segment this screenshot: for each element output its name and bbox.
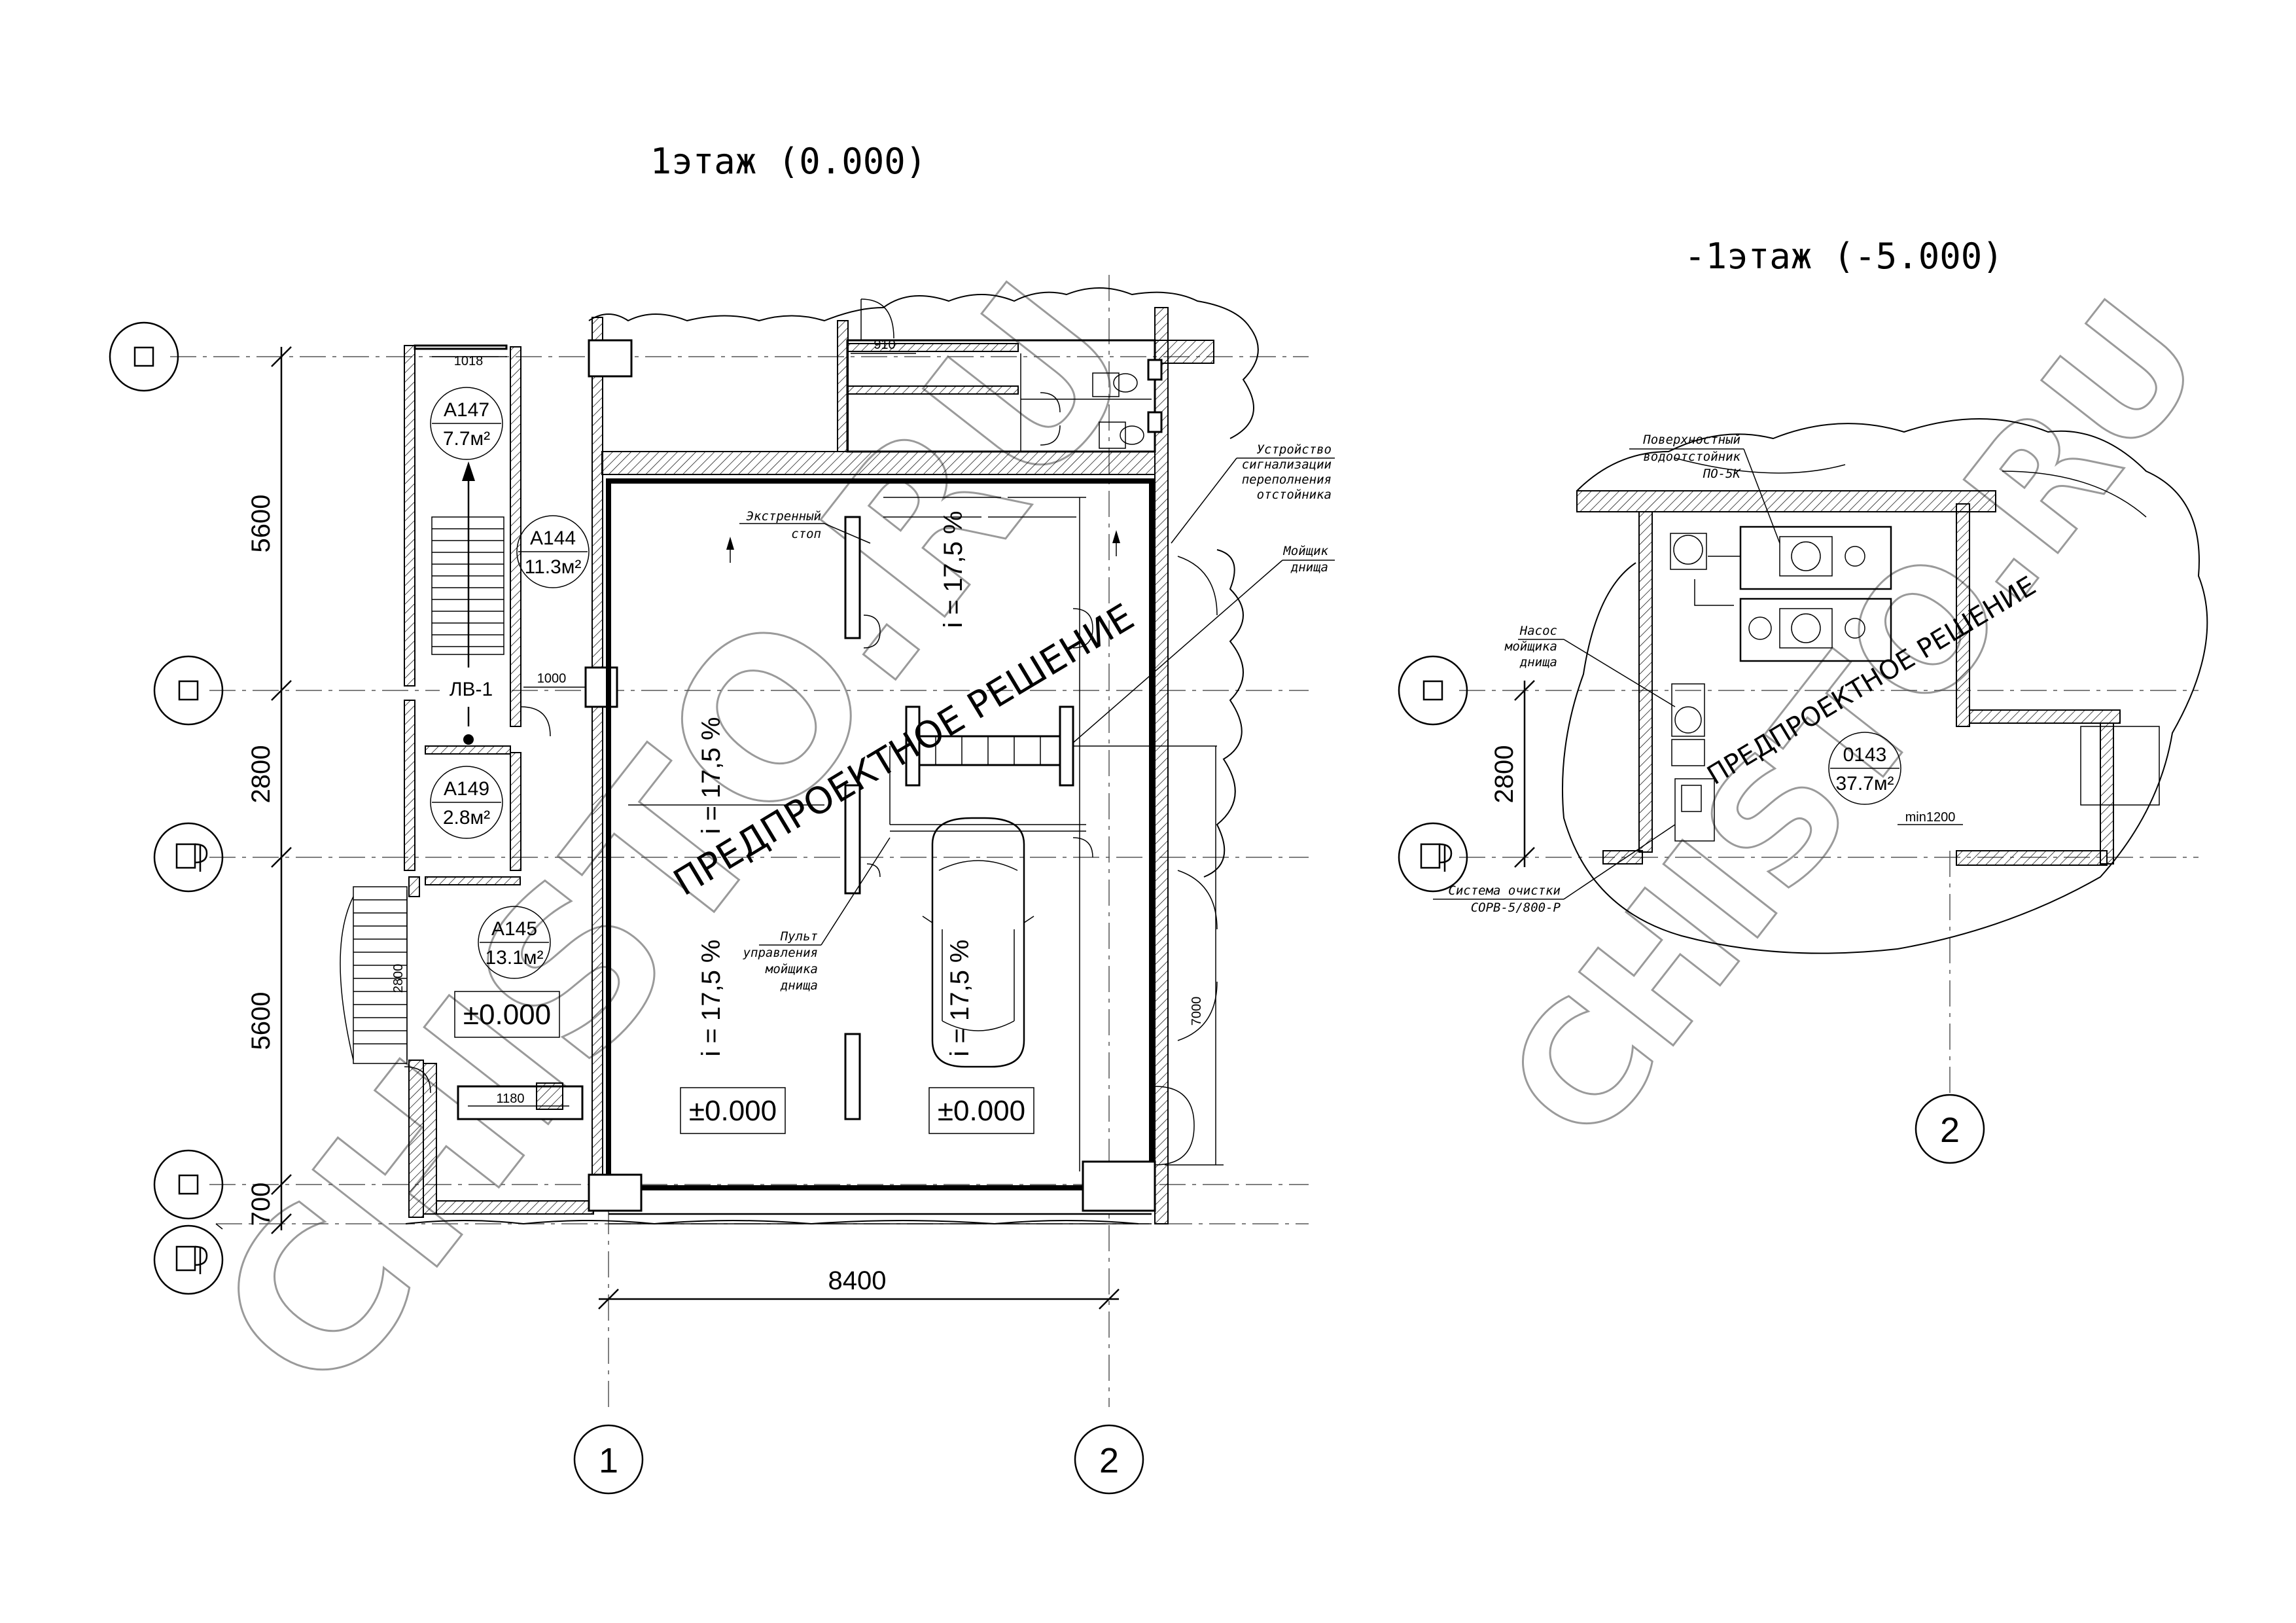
revision-cloud-right xyxy=(1203,549,1244,878)
callout-control-panel: Пульт управления мойщика днища xyxy=(743,837,891,993)
room-tag-a147: А147 7.7м² xyxy=(430,387,503,460)
svg-text:7.7м²: 7.7м² xyxy=(443,428,490,450)
level-mark-a145: ±0.000 xyxy=(454,991,560,1038)
slope-label: i = 17,5 % xyxy=(697,939,726,1056)
svg-text:водоотстойник: водоотстойник xyxy=(1643,450,1740,464)
svg-text:ЛВ-1: ЛВ-1 xyxy=(450,679,493,700)
svg-text:0143: 0143 xyxy=(1843,744,1887,766)
axis-bubble-2: 2 xyxy=(1074,1424,1144,1495)
svg-text:11.3м²: 11.3м² xyxy=(525,556,582,578)
svg-text:А149: А149 xyxy=(444,778,489,800)
plan-title-ground: 1этаж (0.000) xyxy=(650,141,927,182)
axis-marker-b1 xyxy=(1398,655,1468,726)
svg-text:5600: 5600 xyxy=(247,992,275,1050)
axis-marker-3 xyxy=(153,822,224,893)
svg-text:1180: 1180 xyxy=(496,1092,524,1106)
svg-text:1: 1 xyxy=(599,1441,618,1480)
slope-label: i = 17,5 % xyxy=(939,510,968,628)
svg-text:37.7м²: 37.7м² xyxy=(1835,773,1894,794)
svg-text:Система очистки: Система очистки xyxy=(1448,883,1561,898)
room-tag-0143: 0143 37.7м² xyxy=(1828,732,1901,805)
plan-title-basement: -1этаж (-5.000) xyxy=(1684,236,2004,277)
svg-text:CHISTO.RU: CHISTO.RU xyxy=(169,240,1183,1438)
axis-bubble-b2: 2 xyxy=(1915,1094,1985,1164)
svg-text:700: 700 xyxy=(247,1183,275,1226)
svg-text:СОРВ-5/800-Р: СОРВ-5/800-Р xyxy=(1471,901,1561,915)
room-tag-a149: А149 2.8м² xyxy=(430,766,503,839)
svg-text:910: 910 xyxy=(874,338,895,352)
svg-text:7000: 7000 xyxy=(1190,997,1204,1026)
axis-bubble-1: 1 xyxy=(573,1424,644,1495)
svg-text:Мойщик: Мойщик xyxy=(1282,544,1328,558)
underbody-pump xyxy=(1671,683,1715,842)
svg-text:CHISTO.RU: CHISTO.RU xyxy=(1470,267,2238,1175)
svg-text:±0.000: ±0.000 xyxy=(689,1095,777,1127)
callout-surface-settler: Поверхностный водоотстойник ПО-5К xyxy=(1629,433,1780,544)
svg-text:2.8м²: 2.8м² xyxy=(443,807,490,829)
toilet-block xyxy=(846,298,1163,453)
svg-text:сигнализации: сигнализации xyxy=(1242,457,1332,472)
left-dimension-chain: 5600 2800 5600 700 xyxy=(247,346,292,1234)
svg-text:днища: днища xyxy=(1290,560,1328,575)
room-tag-a144: А144 11.3м² xyxy=(516,515,590,588)
svg-text:мойщика: мойщика xyxy=(1504,639,1557,654)
entry-steps xyxy=(340,886,431,1094)
callout-underbody-washer: Мойщик днища xyxy=(1072,544,1335,743)
room-tag-a145: А145 13.1м² xyxy=(478,906,551,979)
bottom-dimension: 8400 xyxy=(598,1266,1120,1310)
axis-marker-2 xyxy=(153,655,224,726)
watermark-right: CHISTO.RU xyxy=(1470,266,2240,1177)
svg-text:стоп: стоп xyxy=(791,527,821,541)
svg-text:А144: А144 xyxy=(530,527,576,549)
svg-text:±0.000: ±0.000 xyxy=(463,999,551,1031)
watermark-left: CHISTO.RU xyxy=(168,239,1184,1440)
svg-text:управления: управления xyxy=(743,946,818,960)
svg-text:А145: А145 xyxy=(491,918,537,940)
revision-cloud-bottom xyxy=(405,1220,1139,1225)
level-mark-bay2: ±0.000 xyxy=(928,1087,1034,1134)
svg-text:днища: днища xyxy=(1519,655,1557,669)
svg-text:2: 2 xyxy=(1940,1111,1960,1150)
svg-text:отстойника: отстойника xyxy=(1257,488,1332,502)
slope-label: i = 17,5 % xyxy=(697,717,726,834)
svg-text:Насос: Насос xyxy=(1519,624,1557,638)
revision-cloud-basement xyxy=(1562,418,2208,954)
svg-text:2: 2 xyxy=(1099,1441,1119,1480)
slope-label: i = 17,5 % xyxy=(945,939,974,1056)
svg-text:1018: 1018 xyxy=(454,354,484,368)
settler-tanks xyxy=(1670,526,1892,662)
svg-text:Экстренный: Экстренный xyxy=(747,509,821,524)
car-outline xyxy=(922,817,1034,1068)
revision-cloud-upper xyxy=(588,287,1259,439)
callout-overflow-alarm: Устройство сигнализации переполнения отс… xyxy=(1171,442,1335,544)
svg-text:5600: 5600 xyxy=(247,495,275,553)
svg-text:min1200: min1200 xyxy=(1905,810,1956,825)
svg-text:ПО-5К: ПО-5К xyxy=(1703,467,1742,481)
svg-text:1000: 1000 xyxy=(537,671,567,686)
callout-pump: Насос мойщика днища xyxy=(1504,624,1676,707)
axis-marker-4 xyxy=(153,1149,224,1220)
svg-text:2800: 2800 xyxy=(247,745,275,804)
svg-text:Поверхностный: Поверхностный xyxy=(1642,433,1740,447)
svg-text:±0.000: ±0.000 xyxy=(938,1095,1025,1127)
axis-marker-b2 xyxy=(1398,822,1468,893)
svg-text:днища: днища xyxy=(780,978,818,993)
svg-text:А147: А147 xyxy=(444,399,489,421)
svg-text:2800: 2800 xyxy=(1490,745,1519,804)
callout-treatment-system: Система очистки СОРВ-5/800-Р xyxy=(1433,824,1676,915)
level-mark-bay1: ±0.000 xyxy=(680,1087,786,1134)
svg-text:переполнения: переполнения xyxy=(1242,473,1332,487)
axis-marker-5 xyxy=(153,1224,224,1295)
svg-text:8400: 8400 xyxy=(828,1266,887,1295)
svg-text:Устройство: Устройство xyxy=(1257,442,1332,457)
svg-text:13.1м²: 13.1м² xyxy=(485,947,543,969)
callout-emergency-stop: Экстренный стоп xyxy=(739,509,871,544)
svg-text:мойщика: мойщика xyxy=(765,962,818,976)
room-tag-lv1: ЛВ-1 xyxy=(440,668,505,707)
axis-marker-1 xyxy=(109,321,179,392)
svg-text:Пульт: Пульт xyxy=(780,929,818,944)
svg-text:2800: 2800 xyxy=(391,964,406,993)
